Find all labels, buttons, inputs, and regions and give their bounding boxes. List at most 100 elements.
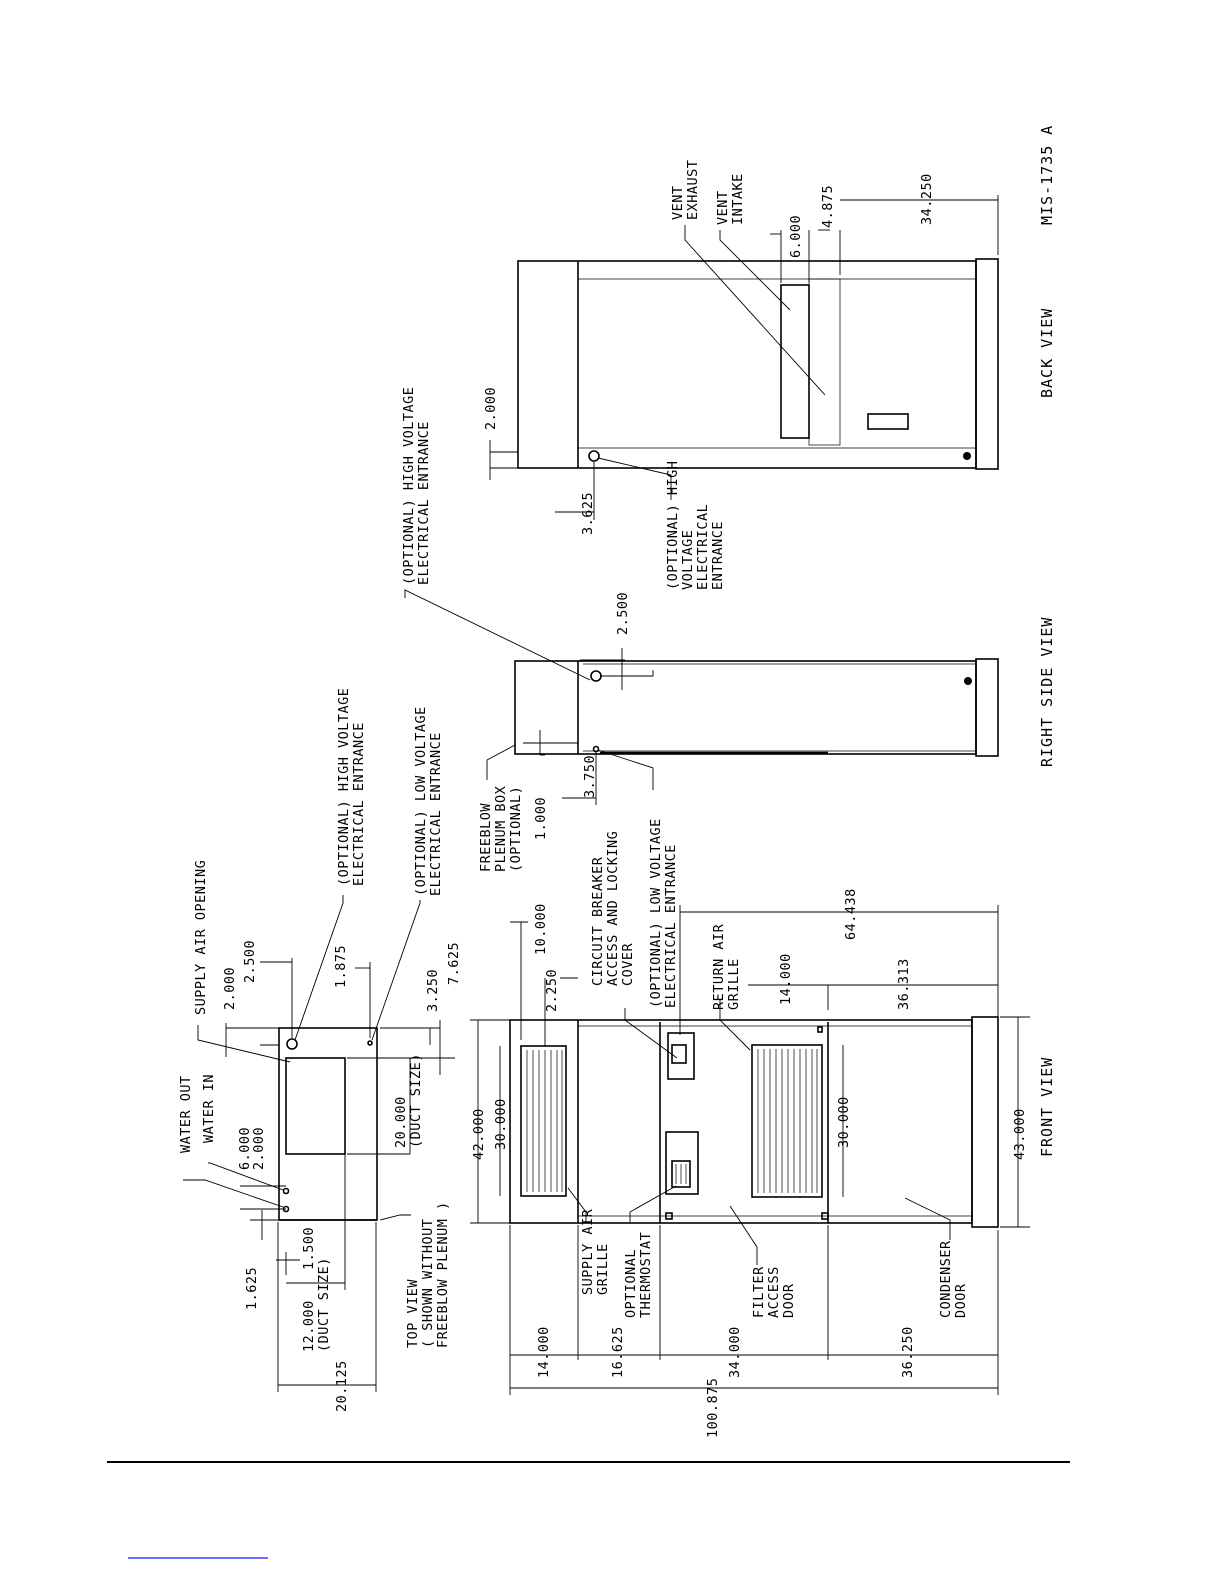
dim-10000: 10.000 [533, 903, 549, 955]
dim-1625: 1.625 [244, 1267, 260, 1310]
supply-air-grille [520, 1045, 567, 1197]
right-side-bolt [964, 677, 972, 685]
label-circuit-breaker-3: COVER [620, 942, 636, 986]
label-circuit-breaker-1: CIRCUIT BREAKER [590, 856, 606, 986]
dim-1000: 1.000 [533, 797, 549, 840]
top-view-note-1: ( SHOWN WITHOUT [420, 1219, 436, 1348]
dim-43000: 43.000 [1012, 1108, 1028, 1160]
label-opt-high-voltage-top-1: (OPTIONAL) HIGH VOLTAGE [336, 688, 352, 886]
leader-opt-high-voltage-back-2 [597, 457, 672, 500]
dim-34250: 34.250 [919, 173, 935, 225]
dim-3250: 3.250 [425, 969, 441, 1012]
dim-16625: 16.625 [610, 1326, 626, 1378]
label-opt-high-voltage-top-2: ELECTRICAL ENTRANCE [351, 722, 367, 886]
dim-34000: 34.000 [727, 1326, 743, 1378]
label-vent-intake-2: INTAKE [730, 173, 746, 225]
label-freeblow-2: PLENUM BOX [493, 786, 509, 872]
right-side-view [486, 648, 999, 805]
label-return-air-1: RETURN AIR [711, 923, 727, 1010]
label-filter-access-3: DOOR [781, 1283, 797, 1318]
dim-duct-12-1: 12.000 [301, 1300, 317, 1352]
leader-opt-high-voltage-back [404, 589, 591, 681]
label-filter-access-2: ACCESS [766, 1266, 782, 1318]
leader-opt-high-voltage-top [294, 895, 344, 1041]
leader-circuit-breaker [624, 1008, 678, 1059]
label-opt-high-voltage-side-2: VOLTAGE [680, 530, 696, 590]
dim-2000-top-a: 2.000 [251, 1127, 267, 1170]
label-water-out: WATER OUT [178, 1075, 194, 1153]
dim-20125: 20.125 [334, 1360, 350, 1412]
label-water-in: WATER IN [201, 1074, 217, 1143]
return-air-grille [751, 1044, 823, 1198]
label-condenser-door-2: DOOR [953, 1283, 969, 1318]
label-return-air-2: GRILLE [726, 958, 742, 1010]
label-vent-exhaust-1: VENT [670, 185, 686, 220]
circuit-breaker-cover [667, 1032, 695, 1080]
dim-6000-top: 6.000 [237, 1127, 253, 1170]
label-optional-thermostat-1: OPTIONAL [623, 1249, 639, 1318]
label-opt-high-voltage-back-1: (OPTIONAL) HIGH VOLTAGE [401, 387, 417, 585]
leader-return-air [719, 1000, 751, 1051]
leader-water-in [208, 1162, 284, 1191]
leader-top-view-note [379, 1214, 411, 1221]
label-opt-low-voltage-front-2: ELECTRICAL ENTRANCE [663, 844, 679, 1008]
back-view-high-voltage-hole [588, 450, 600, 462]
top-view-supply-opening [285, 1057, 346, 1155]
dim-1875: 1.875 [333, 945, 349, 988]
label-freeblow-3: (OPTIONAL) [508, 786, 524, 872]
dim-36313: 36.313 [896, 958, 912, 1010]
back-view-base-cap [975, 258, 999, 470]
label-filter-access-1: FILTER [751, 1266, 767, 1318]
leader-freeblow [486, 744, 516, 780]
dim-100875: 100.875 [705, 1378, 721, 1438]
label-supply-air-opening: SUPPLY AIR OPENING [193, 860, 209, 1015]
dim-duct-20-1: 20.000 [393, 1096, 409, 1148]
dim-14000-return: 14.000 [778, 953, 794, 1005]
top-view-high-voltage-hole [286, 1038, 298, 1050]
back-view-bolt [963, 452, 971, 460]
label-supply-air-grille-1: SUPPLY AIR [580, 1208, 596, 1295]
front-view [470, 905, 1030, 1395]
label-condenser-door-1: CONDENSER [938, 1240, 954, 1318]
dim-30000-top: 30.000 [493, 1098, 509, 1150]
front-view-cabinet [509, 1019, 973, 1224]
label-circuit-breaker-2: ACCESS AND LOCKING [605, 831, 621, 986]
leader-filter-access [729, 1205, 758, 1265]
right-side-cabinet [514, 660, 977, 755]
front-view-title: FRONT VIEW [1038, 1057, 1056, 1157]
label-optional-thermostat-2: THERMOSTAT [638, 1232, 654, 1318]
dim-30000-return: 30.000 [836, 1096, 852, 1148]
top-view [183, 895, 455, 1392]
dim-64438: 64.438 [843, 888, 859, 940]
dim-2250: 2.250 [544, 969, 560, 1012]
right-side-base-cap [975, 658, 999, 757]
label-opt-high-voltage-side-1: (OPTIONAL) HIGH [665, 461, 681, 590]
label-opt-high-voltage-back-2: ELECTRICAL ENTRANCE [416, 421, 432, 585]
label-opt-high-voltage-side-4: ENTRANCE [710, 521, 726, 590]
dim-3625: 3.625 [580, 492, 596, 535]
label-opt-low-voltage-top-2: ELECTRICAL ENTRANCE [428, 732, 444, 896]
leader-optional-thermostat [629, 1185, 677, 1222]
dim-2000-back: 2.000 [483, 387, 499, 430]
leader-supply-air-opening [197, 1025, 291, 1063]
leader-vent-exhaust [684, 225, 826, 396]
label-vent-exhaust-2: EXHAUST [685, 160, 701, 220]
back-view [404, 195, 999, 681]
top-view-note-2: FREEBLOW PLENUM ) [435, 1201, 451, 1348]
back-view-cabinet [517, 260, 977, 469]
label-opt-low-voltage-top-1: (OPTIONAL) LOW VOLTAGE [413, 706, 429, 896]
right-side-high-voltage-hole [590, 670, 602, 682]
label-opt-high-voltage-side-3: ELECTRICAL [695, 504, 711, 590]
right-side-view-title: RIGHT SIDE VIEW [1038, 617, 1056, 767]
leader-opt-low-voltage-side [597, 749, 654, 790]
label-freeblow-1: FREEBLOW [478, 803, 494, 872]
dim-7625: 7.625 [446, 942, 462, 985]
back-view-title: BACK VIEW [1038, 308, 1056, 398]
dim-6000-back: 6.000 [788, 215, 804, 258]
dim-1500: 1.500 [301, 1227, 317, 1270]
back-view-label-plate [867, 413, 909, 430]
dim-42000: 42.000 [471, 1108, 487, 1160]
dim-36250: 36.250 [900, 1326, 916, 1378]
right-side-low-voltage-hole [592, 745, 600, 753]
